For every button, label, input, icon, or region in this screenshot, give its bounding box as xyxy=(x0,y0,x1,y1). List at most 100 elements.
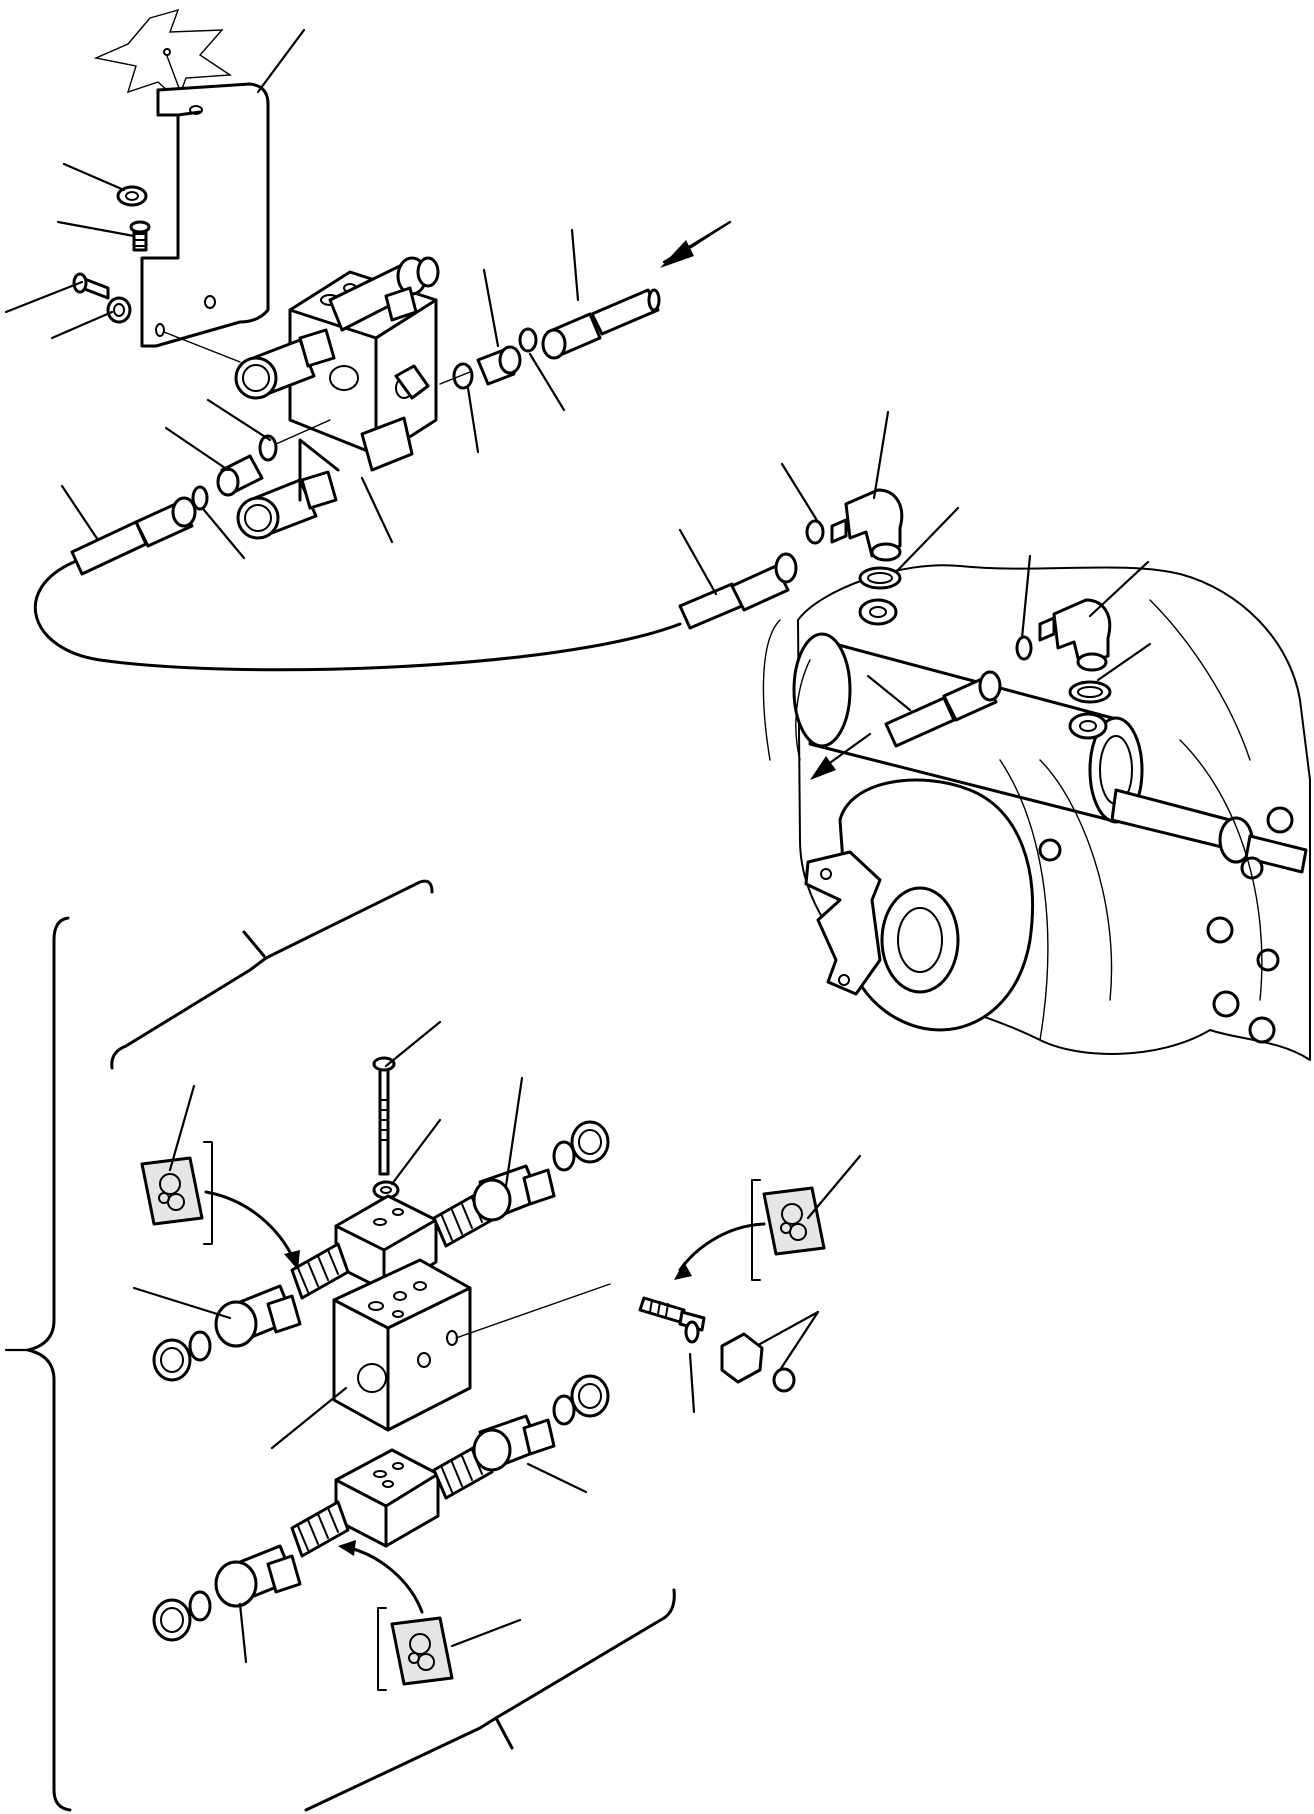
bracket-hole-top xyxy=(189,105,203,115)
lower-block-edges xyxy=(334,1472,440,1548)
o-ring xyxy=(188,1330,212,1362)
solenoid-nut xyxy=(234,356,278,400)
apply-sealant-icon xyxy=(140,1156,204,1226)
port-boss xyxy=(1068,712,1108,740)
block-port xyxy=(392,1462,404,1470)
solenoid-connector xyxy=(298,328,336,368)
bracket-hole xyxy=(204,295,216,309)
solenoid-nut xyxy=(152,1598,192,1642)
hose-loop xyxy=(33,560,682,672)
casting-ribs xyxy=(999,739,1263,1041)
elbow-nut xyxy=(870,542,902,562)
leader-lines-exploded xyxy=(132,1020,862,1664)
solenoid-nut-ring xyxy=(242,364,270,392)
leader-lines-top-left xyxy=(4,28,306,340)
hose-fitting-nut xyxy=(171,496,197,528)
brace-left xyxy=(26,916,72,1812)
block-port xyxy=(392,1310,404,1318)
arrow-head xyxy=(284,1250,300,1270)
o-ring xyxy=(188,1590,212,1622)
port-hole xyxy=(869,606,887,618)
elbow-thread xyxy=(830,518,848,544)
block-port xyxy=(373,1218,387,1226)
elbow-nut xyxy=(1076,652,1108,672)
exploded-view-frame xyxy=(110,879,676,1812)
o-ring xyxy=(452,362,474,390)
cap-screw-head xyxy=(372,1056,396,1072)
valve-left-fittings xyxy=(70,419,331,576)
outgoing-flow-arrow-icon xyxy=(810,756,836,780)
sealant-arrows xyxy=(203,1141,766,1691)
cartridge-axis-line xyxy=(455,1283,611,1339)
casting-ribs xyxy=(762,599,1251,761)
drive-yoke xyxy=(804,850,882,996)
solenoid-coil-face xyxy=(214,1300,258,1348)
o-ring xyxy=(1015,635,1033,661)
valve-right-fittings xyxy=(439,288,661,390)
solenoid-nut-ring xyxy=(578,1129,602,1155)
flow-arrow-icon xyxy=(660,220,732,268)
washer-hole xyxy=(125,191,139,201)
axle-housing xyxy=(762,564,1311,1061)
solenoid-coil-right xyxy=(360,416,414,472)
leader-lines-axle xyxy=(780,410,1152,712)
solenoid-nut-ring xyxy=(160,1607,184,1633)
threaded-stem xyxy=(290,1500,350,1558)
cap-screw-thread xyxy=(379,1099,389,1141)
solenoid-connector xyxy=(394,364,430,400)
exploded-center-block xyxy=(332,1258,611,1432)
apply-sealant-icon xyxy=(390,1616,454,1686)
solenoid-nut-ring xyxy=(578,1383,602,1409)
adapter-hex xyxy=(216,467,240,497)
solenoid-nut-upper xyxy=(416,256,440,288)
o-ring xyxy=(191,485,209,511)
washer-hole xyxy=(380,1186,392,1194)
pinion-housing xyxy=(880,886,960,994)
solenoid-nut xyxy=(570,1120,610,1164)
solenoid-nut-ring xyxy=(244,504,272,532)
o-ring-inner xyxy=(867,572,893,584)
stem-thread xyxy=(441,1197,483,1241)
cartridge-nut xyxy=(772,1367,796,1393)
group-brace-icon xyxy=(4,916,72,1812)
cartridge-thread xyxy=(649,1299,669,1317)
elbow-thread xyxy=(1038,616,1056,642)
solenoid-connector xyxy=(522,1418,556,1456)
exploded-cartridge-valve xyxy=(638,1296,820,1414)
housing-bolt xyxy=(1266,806,1294,834)
solenoid-nut xyxy=(570,1374,610,1418)
frame-notch xyxy=(242,930,266,958)
housing-bolt xyxy=(1206,916,1234,944)
block-port xyxy=(417,1352,431,1368)
apply-sealant-icon xyxy=(762,1186,826,1256)
bracket-plate xyxy=(140,82,270,348)
cartridge-seal xyxy=(684,1320,700,1344)
frame-top xyxy=(110,879,434,1070)
solenoid-nut-ring xyxy=(160,1347,184,1373)
mounting-hole xyxy=(163,48,171,56)
adapter-hex xyxy=(498,345,522,375)
solenoid-connector xyxy=(266,1294,302,1334)
solenoid-nut xyxy=(236,496,280,540)
housing-bolt xyxy=(1256,948,1280,972)
hose-end xyxy=(590,288,660,336)
hydraulic-hose xyxy=(33,528,798,672)
solenoid-valve-assembly xyxy=(234,256,440,540)
housing-bolt xyxy=(1212,990,1240,1018)
solenoid-connector xyxy=(522,1168,556,1206)
block-port xyxy=(368,1301,384,1311)
hose-fitting-nut xyxy=(978,670,1002,702)
o-ring xyxy=(258,434,278,462)
block-port xyxy=(413,1281,427,1291)
o-ring-inner xyxy=(1077,686,1103,698)
o-ring xyxy=(552,1394,576,1426)
stem-thread xyxy=(441,1449,483,1493)
stem-thread xyxy=(297,1249,339,1293)
o-ring xyxy=(1068,680,1112,704)
yoke-hole xyxy=(820,868,832,880)
washer xyxy=(106,296,132,324)
frame-bottom xyxy=(304,1588,676,1812)
hose-end xyxy=(884,696,956,748)
